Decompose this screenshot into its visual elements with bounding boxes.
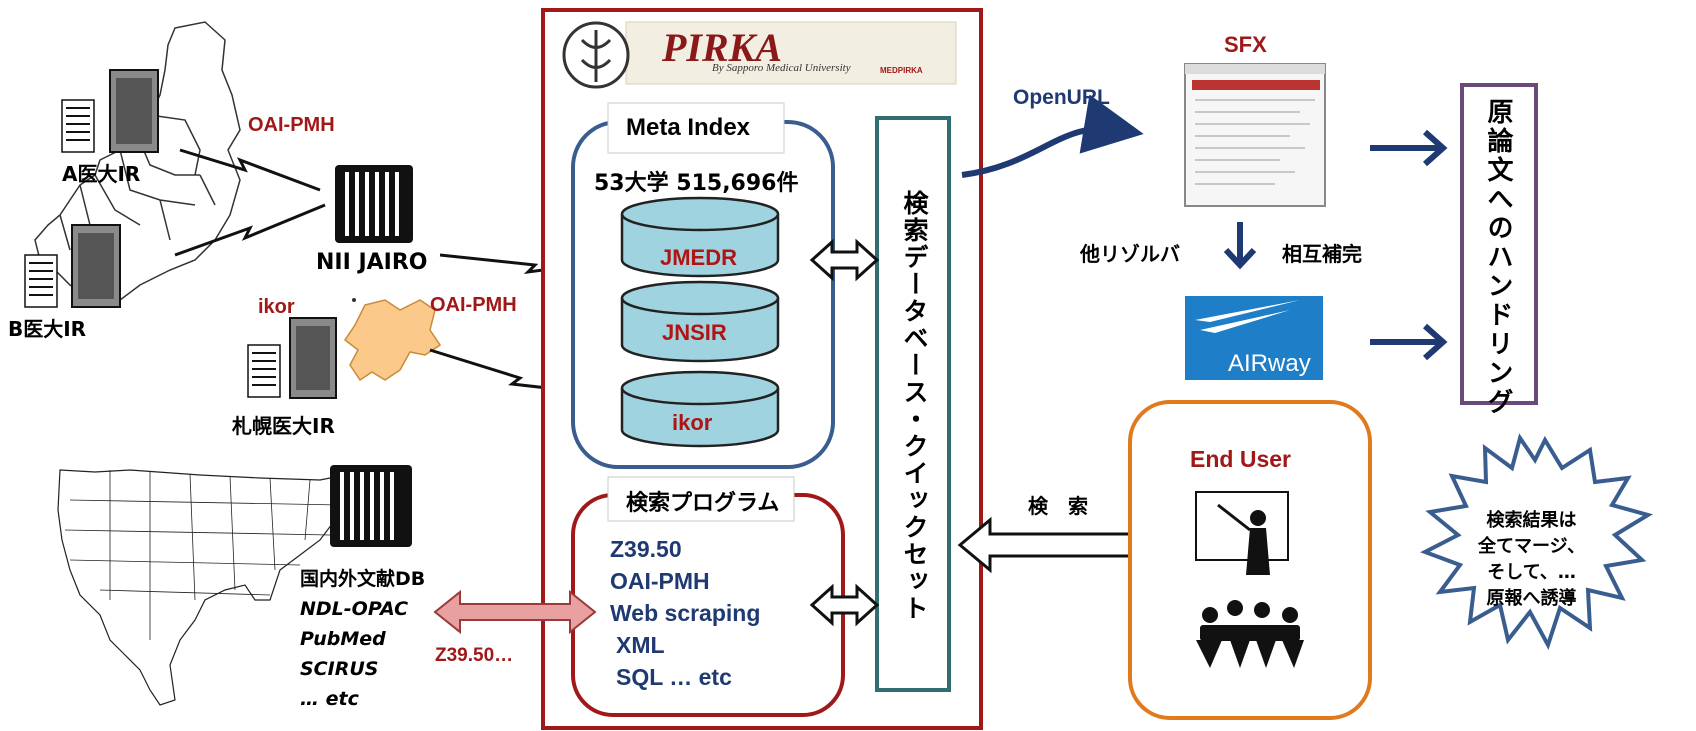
db-line: SCIRUS xyxy=(300,658,379,680)
us-map xyxy=(57,469,361,706)
result-burst xyxy=(1420,433,1653,651)
program-line: Z39.50 xyxy=(610,536,682,562)
quickset-box xyxy=(875,116,951,692)
meta-index-title: Meta Index xyxy=(626,114,751,141)
double-arrows xyxy=(809,238,1178,627)
program-line: XML xyxy=(616,632,665,658)
quickset-vertical-text: 検索データベース・クイックセット xyxy=(900,190,929,622)
server-icons xyxy=(24,69,413,547)
sfx-label: SFX xyxy=(1224,32,1267,57)
b-ir-label: B医大IR xyxy=(8,317,87,341)
openurl-arrow xyxy=(961,94,1144,178)
presenter-icon xyxy=(1195,491,1289,575)
db-line: … etc xyxy=(300,688,359,710)
program-line: Web scraping xyxy=(610,600,761,626)
db-cylinders xyxy=(620,196,780,448)
burst-line: 原報へ誘導 xyxy=(1486,588,1577,609)
other-resolver-label: 他リゾルバ xyxy=(1080,242,1180,266)
sfx-screenshot xyxy=(1184,63,1326,207)
pirka-logo-banner xyxy=(625,21,957,85)
hokkaido-map xyxy=(343,299,442,382)
meeting-icon xyxy=(1196,600,1304,668)
a-ir-label: A医大IR xyxy=(62,162,141,186)
pirka-logo-subtitle: By Sapporo Medical University xyxy=(712,62,851,74)
to-handling-arrow-2 xyxy=(1370,323,1448,361)
program-line: SQL … etc xyxy=(616,664,732,690)
oai-pmh-label-top: OAI-PMH xyxy=(248,114,335,136)
cylinder-label-jnsir: JNSIR xyxy=(662,320,727,345)
burst-text: 検索結果は 全てマージ、 そして、… 原報へ誘導 xyxy=(1478,508,1585,612)
cylinder-label-ikor: ikor xyxy=(672,410,713,435)
search-program-title: 検索プログラム xyxy=(626,491,780,516)
db-line: 国内外文献DB xyxy=(300,568,426,590)
z3950-arrow xyxy=(433,589,597,635)
program-line: OAI-PMH xyxy=(610,568,710,594)
airway-text: AIRway xyxy=(1228,350,1311,377)
down-arrow xyxy=(1223,222,1257,270)
nii-jairo-label: NII JAIRO xyxy=(316,250,428,275)
sapporo-ir-label: 札幌医大IR xyxy=(232,414,335,438)
meta-index-count: 53大学 515,696件 xyxy=(594,171,799,196)
ikor-label: ikor xyxy=(258,296,295,318)
oai-pmh-label-mid: OAI-PMH xyxy=(430,294,517,316)
mutual-complement-label: 相互補完 xyxy=(1282,242,1362,266)
db-line: NDL-OPAC xyxy=(300,598,409,620)
handling-box xyxy=(1460,83,1538,405)
medpirka-badge: MEDPIRKA xyxy=(880,66,923,75)
z3950-out-label: Z39.50… xyxy=(435,645,514,666)
to-handling-arrow-1 xyxy=(1370,129,1448,167)
search-label: 検 索 xyxy=(1028,494,1088,518)
burst-line: 全てマージ、 xyxy=(1478,536,1586,557)
db-list: 国内外文献DB NDL-OPAC PubMed SCIRUS … etc xyxy=(300,564,425,714)
burst-line: 検索結果は xyxy=(1486,510,1577,531)
pirka-logo-text: PIRKA xyxy=(662,25,783,70)
db-line: PubMed xyxy=(300,628,386,650)
handling-vertical-text: 原論文へのハンドリング xyxy=(1483,98,1513,417)
cylinder-label-jmedr: JMEDR xyxy=(660,245,738,270)
burst-line: そして、… xyxy=(1487,562,1576,583)
openurl-label: OpenURL xyxy=(1013,86,1110,109)
program-list: Z39.50 OAI-PMH Web scraping XML SQL … et… xyxy=(610,533,760,693)
end-user-label: End User xyxy=(1190,446,1291,472)
